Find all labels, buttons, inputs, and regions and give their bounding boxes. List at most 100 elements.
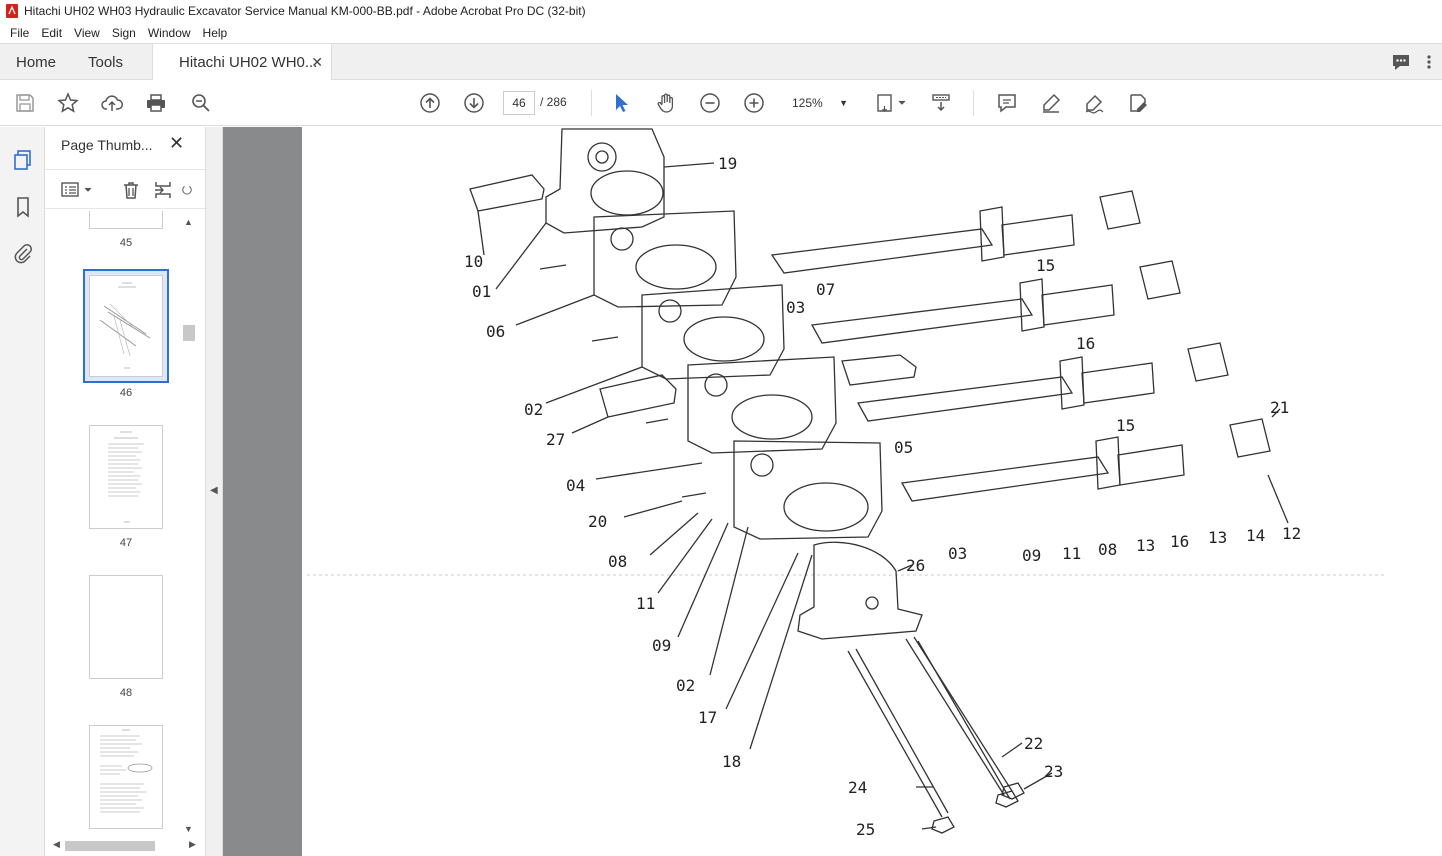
scroll-down-arrow-icon[interactable]: ▼ <box>184 824 193 834</box>
part-label: 02 <box>676 676 695 695</box>
save-icon[interactable] <box>12 90 38 116</box>
more-vertical-icon[interactable] <box>1424 51 1434 73</box>
highlight-pen-icon[interactable] <box>1038 90 1064 116</box>
panel-title: Page Thumb... <box>61 137 153 153</box>
part-label: 07 <box>816 280 835 299</box>
scroll-left-arrow-icon[interactable]: ◀ <box>53 839 60 849</box>
delete-page-icon[interactable] <box>119 178 143 202</box>
thumbnail-options-icon[interactable] <box>59 178 97 202</box>
document-viewport[interactable]: 19 10 01 06 02 27 04 20 08 11 09 02 17 1… <box>223 127 1442 856</box>
menu-help[interactable]: Help <box>202 25 228 40</box>
thumbnail-preview <box>108 431 144 523</box>
part-label: 27 <box>546 430 565 449</box>
bookmark-star-icon[interactable] <box>55 90 81 116</box>
next-page-icon[interactable] <box>461 90 487 116</box>
zoom-in-icon[interactable] <box>741 90 767 116</box>
part-label: 06 <box>486 322 505 341</box>
redact-edit-icon[interactable] <box>1125 90 1151 116</box>
scrollbar-thumb[interactable] <box>65 841 155 851</box>
left-navigation-rail <box>0 127 45 856</box>
zoom-level-dropdown[interactable]: 125% ▼ <box>782 91 854 115</box>
part-label: 13 <box>1136 536 1155 555</box>
thumbnail-page-46[interactable] <box>89 275 163 377</box>
menu-sign[interactable]: Sign <box>111 25 136 40</box>
part-label: 05 <box>894 438 913 457</box>
thumbnail-horizontal-scrollbar[interactable]: ◀ ▶ <box>51 839 201 853</box>
thumbnail-page-next[interactable] <box>89 725 163 829</box>
part-label: 11 <box>1062 544 1081 563</box>
bookmarks-icon[interactable] <box>10 194 36 220</box>
part-label: 25 <box>856 820 875 839</box>
tab-document-label: Hitachi UH02 WH0... <box>179 53 318 71</box>
thumbnail-page-45[interactable] <box>89 211 163 229</box>
part-label: 16 <box>1170 532 1189 551</box>
menu-view[interactable]: View <box>74 25 100 40</box>
menu-edit[interactable]: Edit <box>41 25 63 40</box>
panel-close-icon[interactable]: ✕ <box>169 133 185 153</box>
page-total: / 286 <box>540 95 567 109</box>
part-label: 15 <box>1036 256 1055 275</box>
cloud-upload-icon[interactable] <box>99 90 125 116</box>
acrobat-icon <box>6 4 18 18</box>
fit-page-icon[interactable] <box>874 90 910 116</box>
thumbnail-label: 47 <box>119 537 133 549</box>
part-label: 04 <box>566 476 585 495</box>
tab-home[interactable]: Home <box>16 53 57 71</box>
part-label: 10 <box>464 252 483 271</box>
tab-document[interactable]: Hitachi UH02 WH0... ✕ <box>152 44 332 80</box>
part-label: 26 <box>906 556 925 575</box>
part-label: 23 <box>1044 762 1063 781</box>
part-label: 20 <box>588 512 607 531</box>
page-thumbnails-icon[interactable] <box>10 147 36 173</box>
part-label: 13 <box>1208 528 1227 547</box>
scrollbar-thumb[interactable] <box>183 325 195 341</box>
zoom-out-icon[interactable] <box>697 90 723 116</box>
part-label: 15 <box>1116 416 1135 435</box>
select-cursor-icon[interactable] <box>608 90 634 116</box>
collapse-panel-arrow-icon[interactable]: ◀ <box>210 485 218 496</box>
scroll-right-arrow-icon[interactable]: ▶ <box>189 839 196 849</box>
part-label: 16 <box>1076 334 1095 353</box>
part-label: 09 <box>1022 546 1041 565</box>
thumbnail-page-47[interactable] <box>89 425 163 529</box>
window-title: Hitachi UH02 WH03 Hydraulic Excavator Se… <box>24 4 586 18</box>
scroll-up-arrow-icon[interactable]: ▲ <box>184 217 193 227</box>
rotate-page-icon[interactable] <box>181 178 193 202</box>
part-label: 08 <box>1098 540 1117 559</box>
tab-close-icon[interactable]: ✕ <box>311 54 323 70</box>
thumbnail-page-48[interactable] <box>89 575 163 679</box>
toolbar: / 286 125% ▼ <box>0 80 1442 126</box>
print-icon[interactable] <box>143 90 169 116</box>
previous-page-icon[interactable] <box>417 90 443 116</box>
page-number-input[interactable] <box>503 91 535 115</box>
insert-page-icon[interactable] <box>151 178 175 202</box>
panel-toolbar <box>45 169 205 209</box>
scroll-mode-icon[interactable] <box>928 90 954 116</box>
thumbnail-list[interactable]: 45 46 47 48 <box>45 211 185 841</box>
add-comment-icon[interactable] <box>994 90 1020 116</box>
comment-bubble-icon[interactable] <box>1390 51 1412 73</box>
thumbnail-vertical-scrollbar[interactable]: ▲ ▼ <box>182 217 196 837</box>
part-number-labels: 19 10 01 06 02 27 04 20 08 11 09 02 17 1… <box>464 154 1301 839</box>
part-label: 01 <box>472 282 491 301</box>
exploded-parts-diagram: 19 10 01 06 02 27 04 20 08 11 09 02 17 1… <box>307 128 1387 839</box>
part-label: 24 <box>848 778 867 797</box>
thumbnail-preview <box>99 282 151 369</box>
toolbar-divider <box>591 90 592 116</box>
page-thumbnails-panel: Page Thumb... ✕ 45 46 <box>45 127 206 856</box>
part-label: 12 <box>1282 524 1301 543</box>
part-label: 03 <box>786 298 805 317</box>
hand-pan-icon[interactable] <box>653 90 679 116</box>
draw-sign-icon[interactable] <box>1081 90 1107 116</box>
part-label: 14 <box>1246 526 1265 545</box>
tab-tools[interactable]: Tools <box>88 53 124 71</box>
attachments-paperclip-icon[interactable] <box>10 240 36 266</box>
part-label: 08 <box>608 552 627 571</box>
panel-splitter[interactable]: ◀ <box>206 127 223 856</box>
menu-window[interactable]: Window <box>147 25 191 40</box>
part-label: 21 <box>1270 398 1289 417</box>
zoom-search-icon[interactable] <box>188 90 214 116</box>
menu-file[interactable]: File <box>10 25 30 40</box>
thumbnail-preview <box>100 729 153 813</box>
part-label: 09 <box>652 636 671 655</box>
